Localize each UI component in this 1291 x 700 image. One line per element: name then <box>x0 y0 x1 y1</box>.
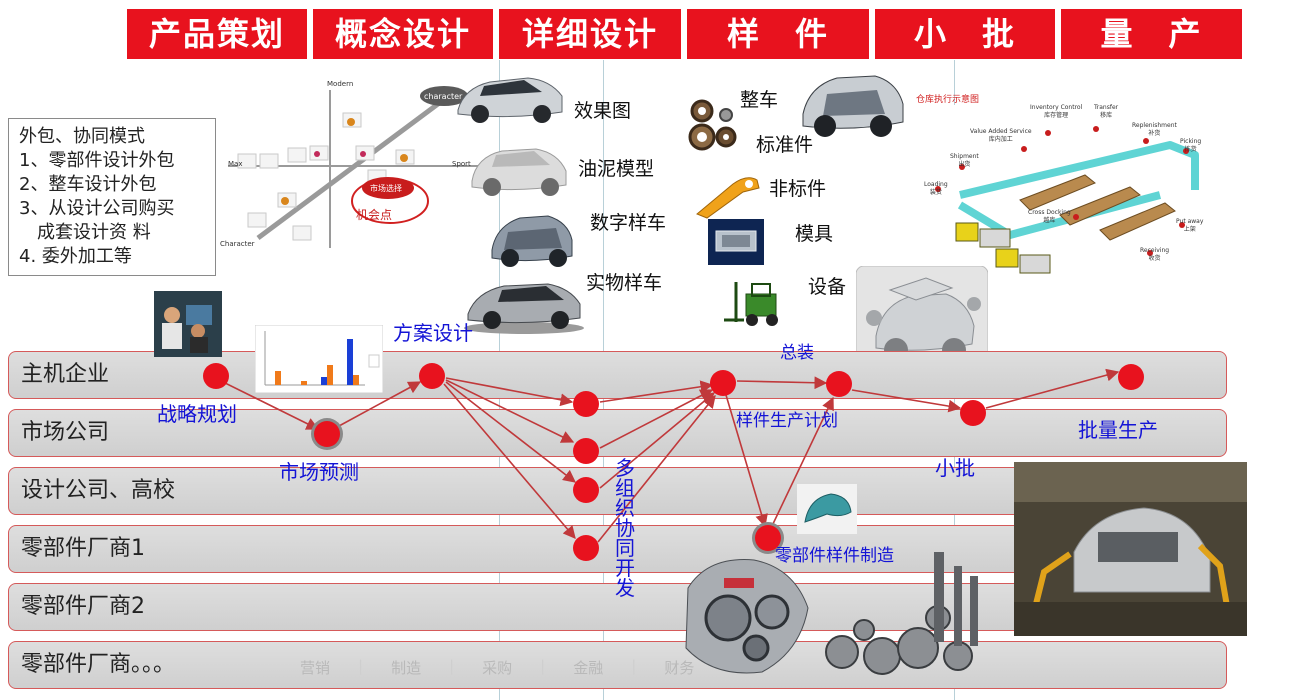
assembly-exploded-car-image <box>856 266 988 378</box>
multi-org-label: 多 组 织 协 同 开 发 <box>615 456 635 600</box>
physical-car-image <box>464 283 584 334</box>
lane-oem: 主机企业 <box>8 351 1227 399</box>
mass-production-label: 批量生产 <box>1078 418 1158 442</box>
sample-plan-label: 样件生产计划 <box>736 411 838 431</box>
phase-small-batch: 小 批 <box>875 9 1055 59</box>
phase-detailed-design: 详细设计 <box>499 9 681 59</box>
parts-sample-image <box>797 484 857 534</box>
node-sample-plan <box>710 370 736 396</box>
robot-production-line-image <box>1014 462 1247 636</box>
character-bubble: character <box>424 92 463 101</box>
axis-left-tick: Max <box>228 160 243 168</box>
vehicle-label: 整车 <box>740 89 779 111</box>
standard-part-label: 标准件 <box>756 134 814 156</box>
footer-menu-item: 采购 <box>482 659 513 677</box>
phase-mass-production: 量 产 <box>1061 9 1242 59</box>
node-assembly <box>826 371 852 397</box>
node-scheme-design <box>419 363 445 389</box>
forecast-bar-chart-image <box>255 325 383 393</box>
lane-label: 市场公司 <box>21 420 110 445</box>
market-choice-bubble: 市场选择 <box>370 184 402 193</box>
vehicle-cutaway-image <box>802 75 904 137</box>
assembly-label: 总装 <box>780 343 814 363</box>
footer-menu-item: 营销 <box>300 659 331 677</box>
node-oem-detail <box>573 391 599 417</box>
effect-car-image <box>457 77 563 123</box>
axis-top-label: Modern <box>327 80 354 88</box>
digital-car-image <box>491 215 573 267</box>
physical-car-label: 实物样车 <box>586 272 663 294</box>
node-strategy <box>203 363 229 389</box>
axis-left-label: Character <box>220 240 255 248</box>
node-market-forecast <box>314 421 340 447</box>
footer-menu-item: 制造 <box>391 659 422 677</box>
nonstandard-part-label: 非标件 <box>769 178 827 200</box>
effect-label: 效果图 <box>574 100 632 122</box>
bearing-image <box>688 99 737 151</box>
gearbox-cutaway-image <box>685 559 809 674</box>
scheme-design-label: 方案设计 <box>393 321 473 345</box>
infobox-line: 1、零部件设计外包 <box>19 150 175 171</box>
lane-label: 主机企业 <box>21 362 110 387</box>
digital-car-label: 数字样车 <box>590 212 667 234</box>
infobox-line: 3、从设计公司购买 <box>19 198 175 219</box>
parts-sample-label: 零部件样件制造 <box>775 546 894 566</box>
infobox-line: 外包、协同模式 <box>19 126 145 147</box>
phase-product-planning: 产品策划 <box>127 9 307 59</box>
lane-label: 设计公司、高校 <box>21 478 176 503</box>
strategy-label: 战略规划 <box>157 402 237 426</box>
axis-right-label: Sport <box>452 160 471 168</box>
small-batch-label: 小批 <box>935 456 975 480</box>
lane-label: 零部件厂商1 <box>21 536 145 561</box>
lane-label: 零部件厂商。。。 <box>21 652 176 677</box>
market-forecast-label: 市场预测 <box>279 460 359 484</box>
warehouse-diagram <box>920 105 1210 285</box>
infobox-line: 成套设计资 料 <box>19 222 151 243</box>
clay-model-car-image <box>471 148 567 196</box>
faint-footer-menu: 营销| 制造| 采购| 金融| 财务 <box>300 657 695 677</box>
outsourcing-modes-box: 外包、协同模式 1、零部件设计外包 2、整车设计外包 3、从设计公司购买 成套设… <box>8 118 216 276</box>
equipment-label: 设备 <box>808 276 847 298</box>
infobox-line: 2、整车设计外包 <box>19 174 157 195</box>
lane-label: 零部件厂商2 <box>21 594 145 619</box>
infobox-line: 4. 委外加工等 <box>19 246 132 267</box>
phase-concept-design: 概念设计 <box>313 9 493 59</box>
node-design-detail <box>573 477 599 503</box>
phase-sample: 样 件 <box>687 9 869 59</box>
warehouse-title: 仓库执行示意图 <box>916 95 980 105</box>
footer-menu-item: 金融 <box>573 659 604 677</box>
mold-label: 模具 <box>795 223 834 245</box>
lane-supplier-more: 零部件厂商。。。 <box>8 641 1227 689</box>
mechanical-parts-image <box>825 552 978 675</box>
strategy-meeting-photo <box>154 291 222 357</box>
product-positioning-map <box>228 86 478 248</box>
mold-image <box>708 219 764 265</box>
node-mass-production <box>1118 364 1144 390</box>
node-supplier-detail <box>573 535 599 561</box>
node-small-batch <box>960 400 986 426</box>
clay-model-label: 油泥模型 <box>578 158 655 180</box>
nonstandard-part-image <box>696 177 760 219</box>
node-market-detail <box>573 438 599 464</box>
forklift-image <box>724 282 778 326</box>
node-parts-sample <box>755 525 781 551</box>
opportunity-label: 机会点 <box>356 208 393 222</box>
footer-menu-item: 财务 <box>664 659 695 677</box>
